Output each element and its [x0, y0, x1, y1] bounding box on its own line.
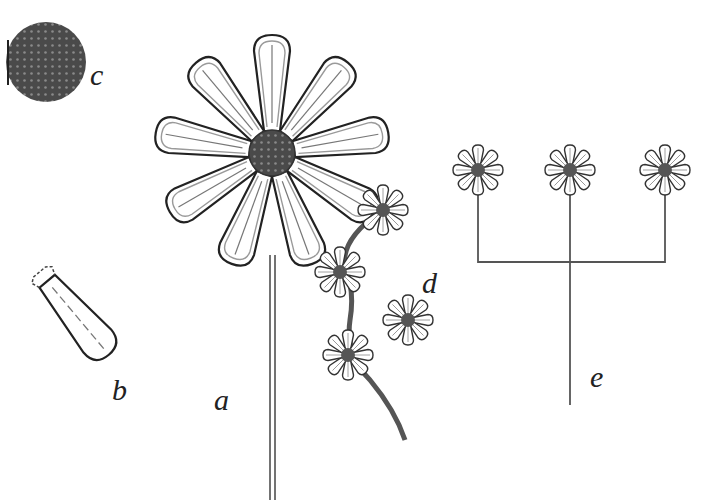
figure-letter: a: [214, 385, 229, 415]
figure-letter: e: [590, 362, 603, 392]
figure-letter: b: [112, 375, 127, 405]
figure-letter: d: [422, 268, 437, 298]
figure-letter: c: [90, 60, 103, 90]
